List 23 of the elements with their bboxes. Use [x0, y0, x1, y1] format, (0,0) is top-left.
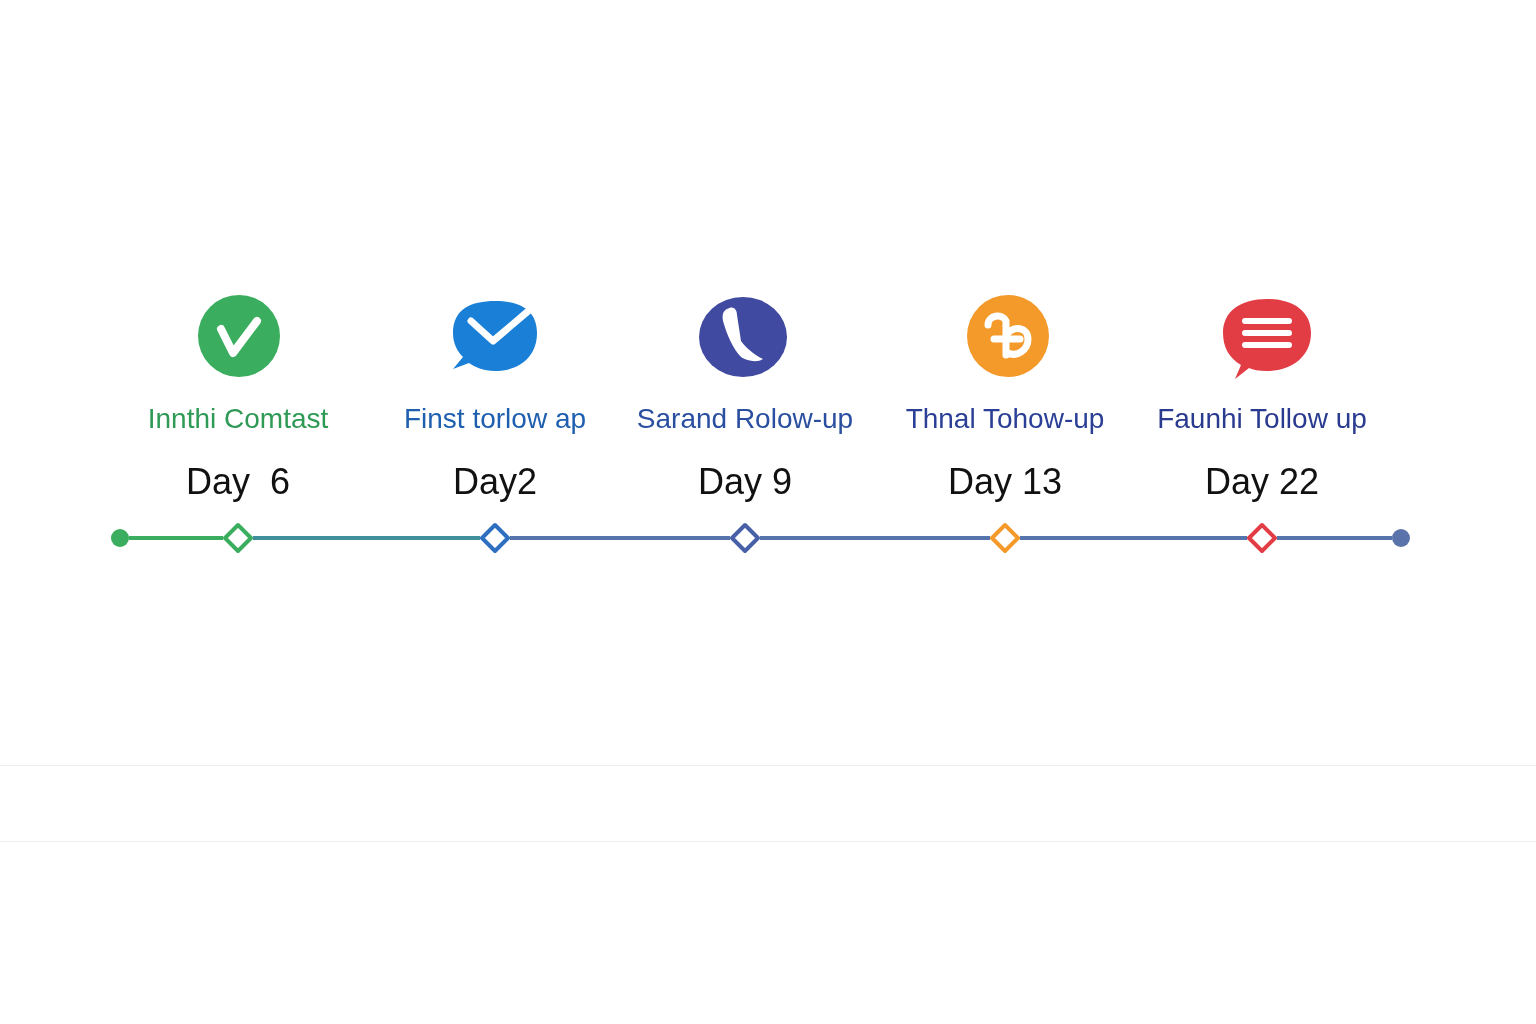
timeline-segment [253, 536, 480, 540]
day-label: Day 9 [696, 461, 793, 503]
step-title: Innthi Comtast [146, 403, 330, 435]
step-title: Finst torlow ap [402, 403, 588, 435]
step-title: Faunhi Tollow up [1156, 403, 1368, 435]
timeline-end-dot [111, 529, 129, 547]
timeline-segment [1277, 536, 1392, 540]
timeline-segment [510, 536, 730, 540]
day-label: Day2 [451, 461, 538, 503]
day-label: Day 13 [946, 461, 1064, 503]
step-title: Thnal Tohow-up [904, 403, 1106, 435]
milestone-diamond [1247, 523, 1277, 553]
day-label: Day 22 [1203, 461, 1321, 503]
milestone-diamond [480, 523, 510, 553]
timeline-end-dot [1392, 529, 1410, 547]
milestone-diamond [730, 523, 760, 553]
timeline-segment [129, 536, 223, 540]
timeline-segment [760, 536, 990, 540]
timeline-segment [1020, 536, 1247, 540]
milestone-diamond [990, 523, 1020, 553]
step-title: Sarand Rolow-up [635, 403, 855, 435]
milestone-diamond [223, 523, 253, 553]
day-label: Day 6 [184, 461, 291, 503]
